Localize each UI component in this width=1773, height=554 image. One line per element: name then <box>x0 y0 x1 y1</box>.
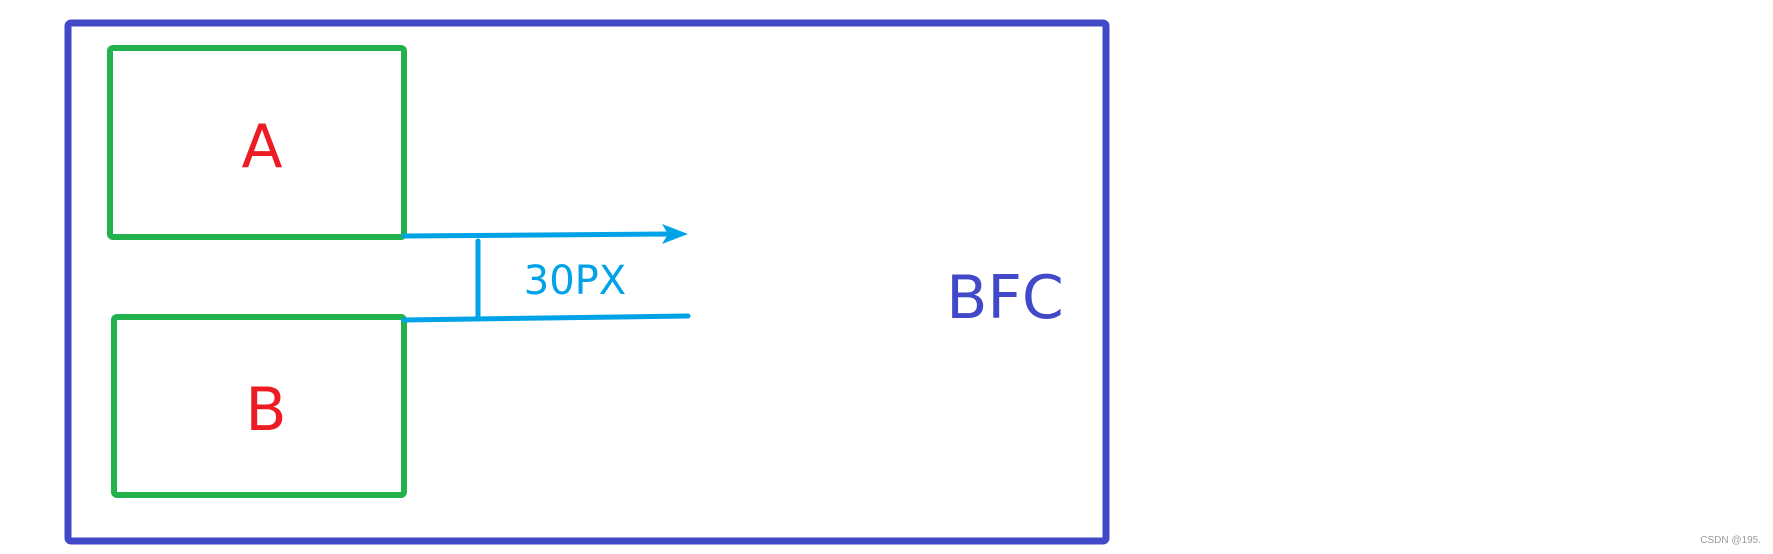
watermark: CSDN @195. <box>1700 535 1761 546</box>
bfc-label: BFC <box>946 263 1064 333</box>
box-b <box>111 314 407 498</box>
arrow-head-icon <box>662 224 688 244</box>
box-a <box>107 45 407 240</box>
margin-label: 30PX <box>524 258 626 304</box>
box-b-label: B <box>245 375 286 445</box>
margin-bottom-line <box>401 313 691 323</box>
bfc-container-box <box>64 19 1110 545</box>
margin-top-line <box>401 231 673 239</box>
box-a-label: A <box>241 112 282 182</box>
